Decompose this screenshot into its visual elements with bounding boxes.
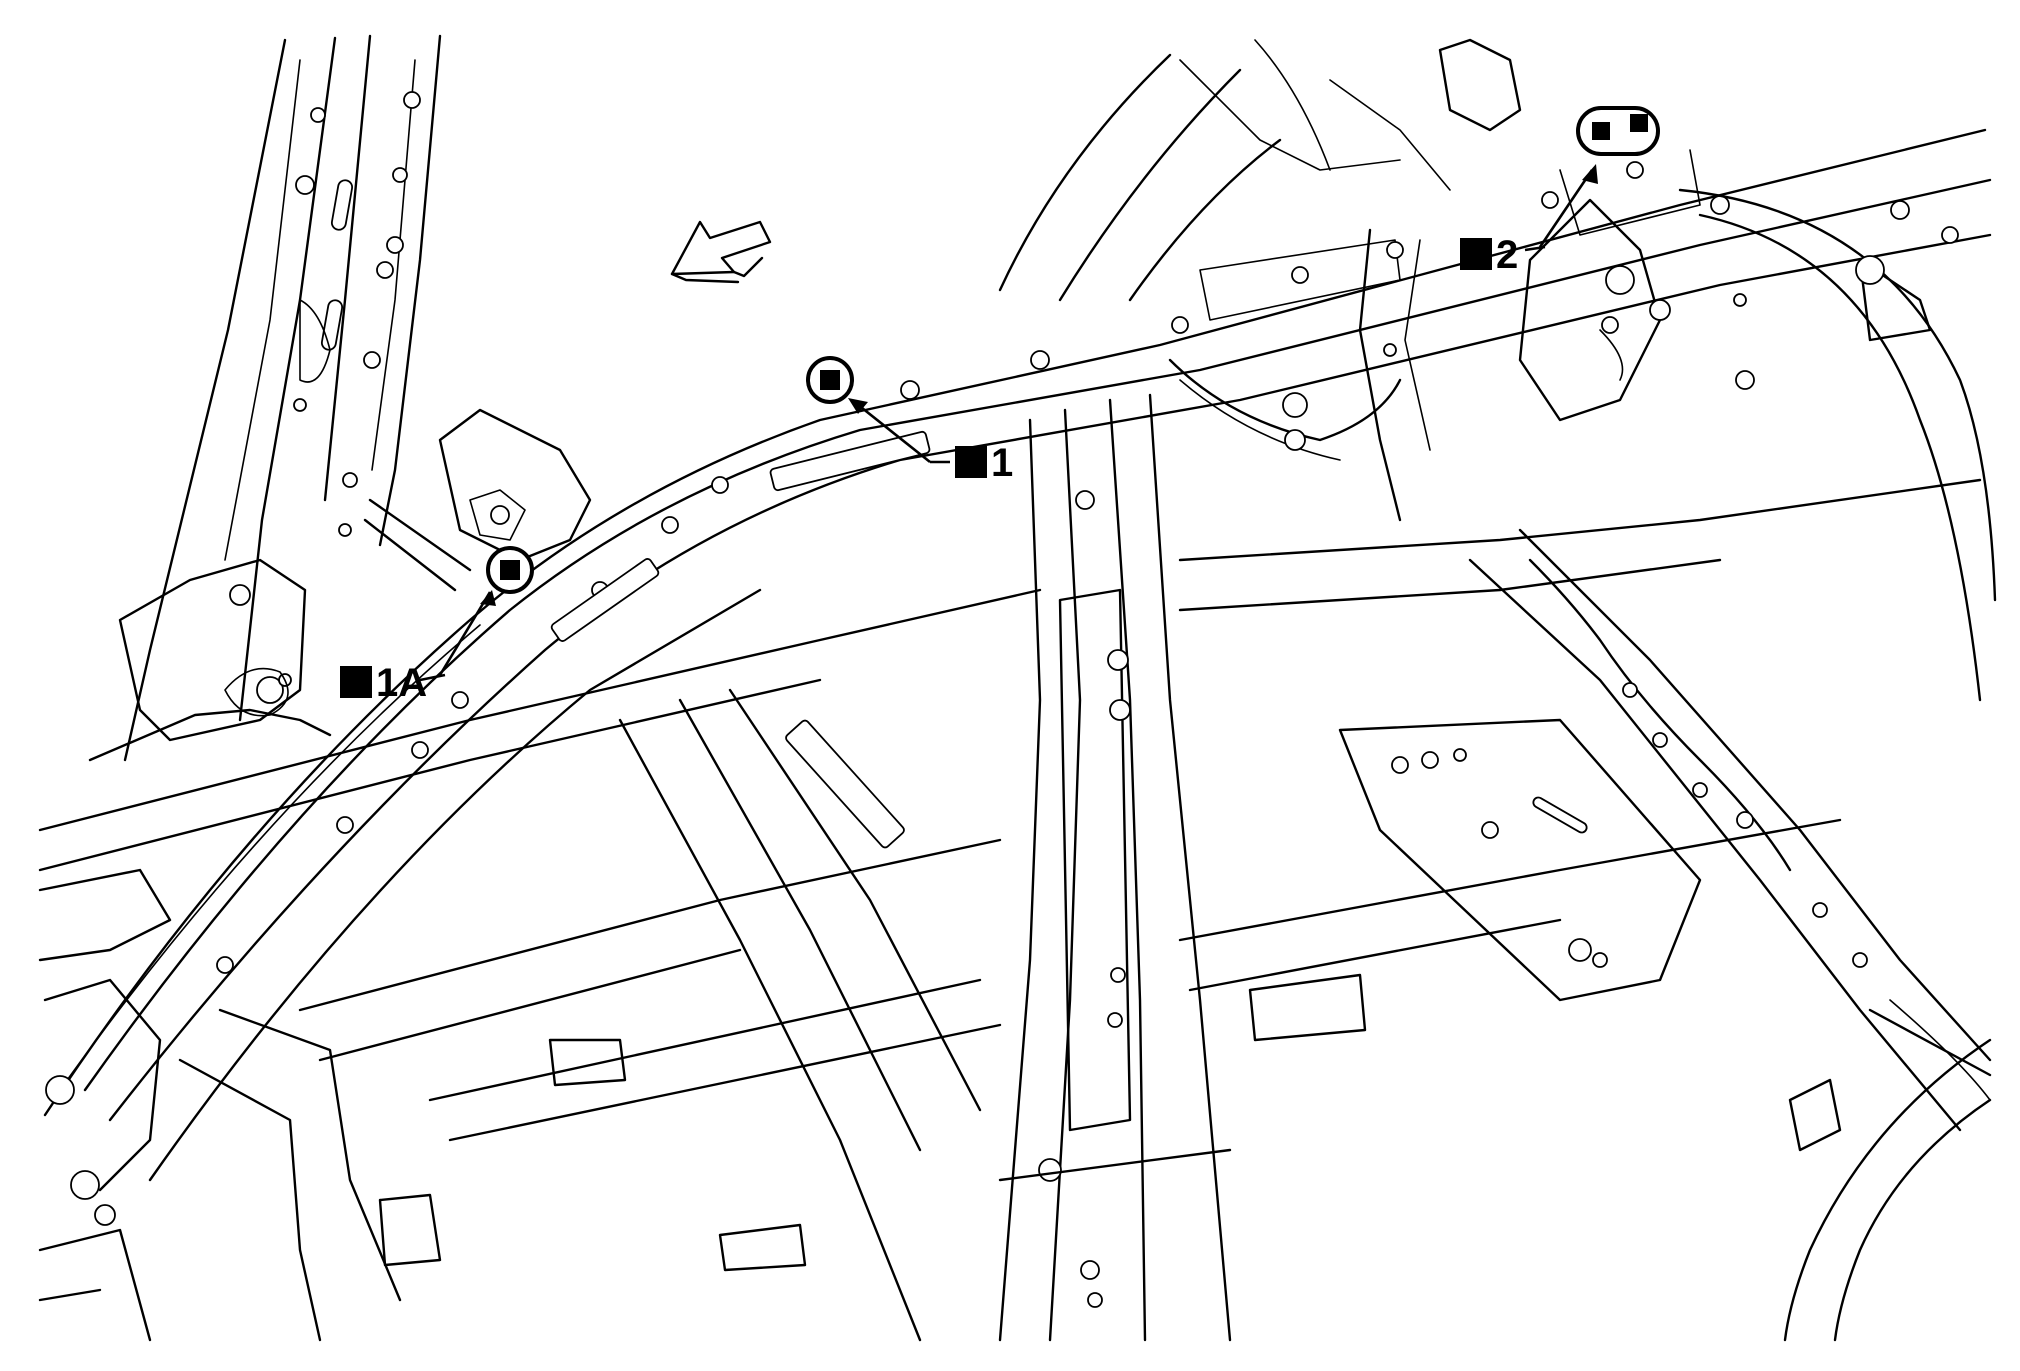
- callout-2-target-square-icon-a: [1592, 122, 1610, 140]
- callout-2-leader: [1538, 169, 1594, 248]
- callout-1A-square-icon: [340, 666, 372, 698]
- lower-left-structure: [38, 868, 172, 1342]
- callout-1: 1: [806, 356, 1013, 485]
- rear-wheel-house: [1783, 999, 1992, 1342]
- callout-2-label: 2: [1496, 233, 1518, 277]
- callout-1-leader: [851, 398, 931, 464]
- center-pillar: [998, 393, 1232, 1342]
- front-direction-arrow-icon: [670, 220, 772, 284]
- callout-1A-label: 1A: [376, 661, 427, 705]
- rear-floor-side-member: [1338, 528, 1992, 1152]
- callout-1A-arrowhead: [480, 590, 496, 606]
- callout-2-target-square-icon-b: [1630, 114, 1648, 132]
- upper-inner-structure: [998, 38, 1997, 702]
- floor-cross-members: [38, 478, 1982, 1342]
- callout-1A-leader: [438, 591, 492, 676]
- callout-1-target-square-icon: [820, 370, 840, 390]
- callout-1-arrowhead: [848, 398, 868, 414]
- callout-2-square-icon: [1460, 238, 1492, 270]
- roof-side-rail: [43, 128, 1992, 1182]
- callout-2: 2: [1460, 106, 1660, 277]
- callout-1-square-icon: [955, 446, 987, 478]
- callout-2-arrowhead: [1582, 164, 1598, 184]
- callout-1-label: 1: [991, 441, 1013, 485]
- callout-1A-target-square-icon: [500, 560, 520, 580]
- callout-1A: 1A: [340, 546, 534, 705]
- bracket-near-1A: [363, 408, 592, 592]
- left-pillar: [88, 34, 442, 762]
